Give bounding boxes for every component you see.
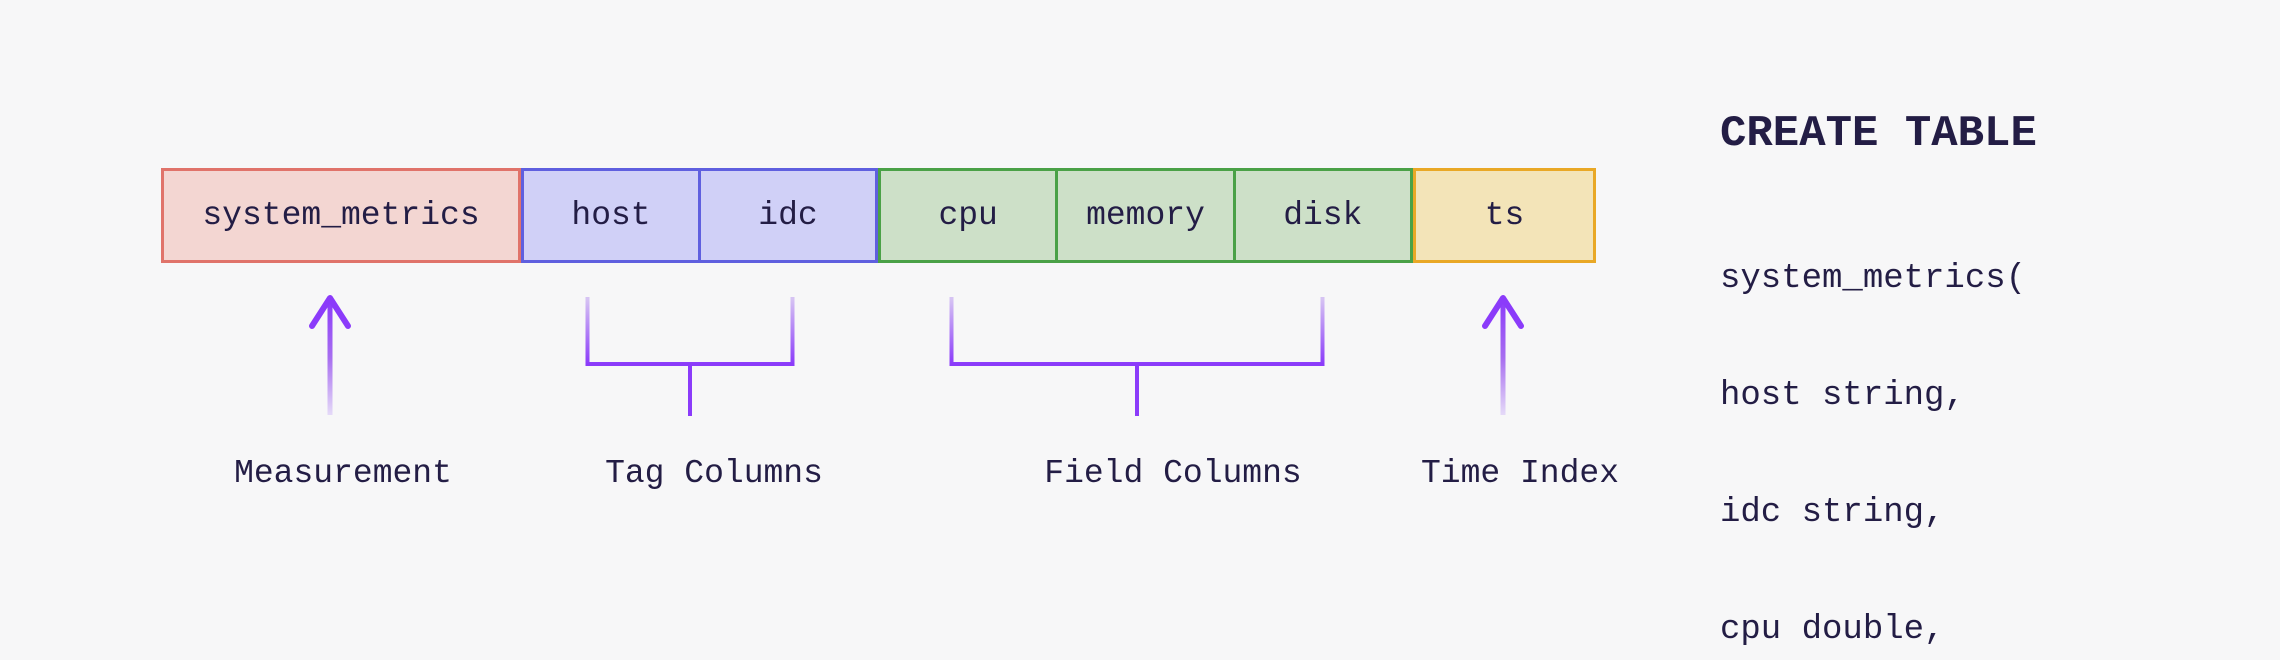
sql-line-idc: idc string, (1720, 494, 1945, 532)
sql-heading: CREATE TABLE (1720, 109, 2037, 159)
cell-cpu: cpu (938, 197, 998, 234)
field-columns-bracket (949, 297, 1325, 416)
measurement-box-group: system_metrics (161, 168, 521, 263)
time-index-label: Time Index (1420, 455, 1620, 492)
field-columns-box-group: cpu memory disk (878, 168, 1413, 263)
cell-memory: memory (1055, 171, 1232, 260)
sql-line-host: host string, (1720, 377, 1965, 415)
cell-idc: idc (698, 171, 875, 260)
time-index-box-group: ts (1413, 168, 1596, 263)
measurement-arrow (309, 295, 351, 415)
cell-system-metrics: system_metrics (202, 197, 480, 234)
cell-ts: ts (1484, 197, 1525, 234)
tag-columns-bracket (585, 297, 795, 416)
sql-line-cpu: cpu double, (1720, 611, 1945, 649)
create-table-sql: CREATE TABLE system_metrics( host string… (1720, 110, 2210, 660)
cell-host: host (571, 197, 651, 234)
field-columns-label: Field Columns (1044, 455, 1302, 492)
time-index-arrow (1482, 295, 1524, 415)
cell-disk: disk (1232, 171, 1410, 260)
measurement-label: Measurement (234, 455, 452, 492)
tag-columns-box-group: host idc (521, 168, 878, 263)
sql-code: system_metrics( host string, idc string,… (1720, 182, 2210, 660)
tag-columns-label: Tag Columns (605, 455, 823, 492)
sql-line-table-name: system_metrics( (1720, 260, 2027, 298)
